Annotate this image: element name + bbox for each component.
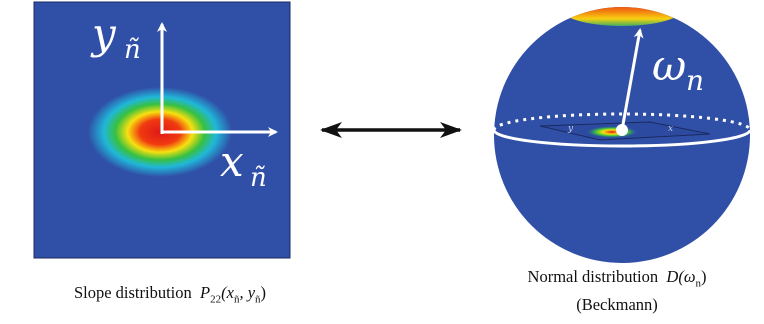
vector-origin-dot <box>616 124 628 136</box>
caption-right-line2: (Beckmann) <box>576 295 658 315</box>
normal-distribution-sphere: y x ω n <box>492 7 752 263</box>
inner-heatmap-blob <box>586 126 638 138</box>
y-axis-label-sub: ñ <box>124 35 141 65</box>
caption-left-args: (x <box>221 283 234 302</box>
slope-distribution-caption: Slope distribution P22(xñ, yñ) <box>5 283 335 305</box>
caption-right-symbol: D(ω <box>666 267 696 286</box>
caption-right-text: Normal distribution <box>527 267 659 286</box>
caption-left-text: Slope distribution <box>73 283 192 302</box>
normal-distribution-caption: Normal distribution D(ωn) (Beckmann) <box>470 266 764 316</box>
caption-right-symbol-end: ) <box>700 267 707 286</box>
caption-right-symbol-sub: n <box>695 277 701 290</box>
caption-left-symbol: P <box>200 283 211 302</box>
y-axis-label: y <box>90 9 117 58</box>
normal-vector-label-sub: n <box>686 64 704 97</box>
normal-vector-label: ω <box>652 41 686 90</box>
x-axis-label: x <box>220 137 244 186</box>
slope-heatmap-blob <box>88 87 232 177</box>
caption-left-args-sub1: ñ <box>233 293 240 306</box>
caption-left-symbol-sub: 22 <box>210 293 222 306</box>
slope-distribution-panel: y ñ x ñ <box>33 1 291 259</box>
equator-front <box>492 129 752 148</box>
x-axis-label-sub: ñ <box>250 163 267 193</box>
normal-vector-arrow <box>620 28 644 131</box>
equator-back <box>492 112 752 131</box>
caption-left-args-mid: , y <box>239 283 256 302</box>
caption-left-args-sub2: ñ <box>255 293 261 306</box>
inner-axis-y-label: y <box>567 124 574 134</box>
sphere-top-cap <box>560 7 684 26</box>
inner-axis-x-label: x <box>668 124 673 134</box>
caption-left-args-end: ) <box>260 283 267 302</box>
